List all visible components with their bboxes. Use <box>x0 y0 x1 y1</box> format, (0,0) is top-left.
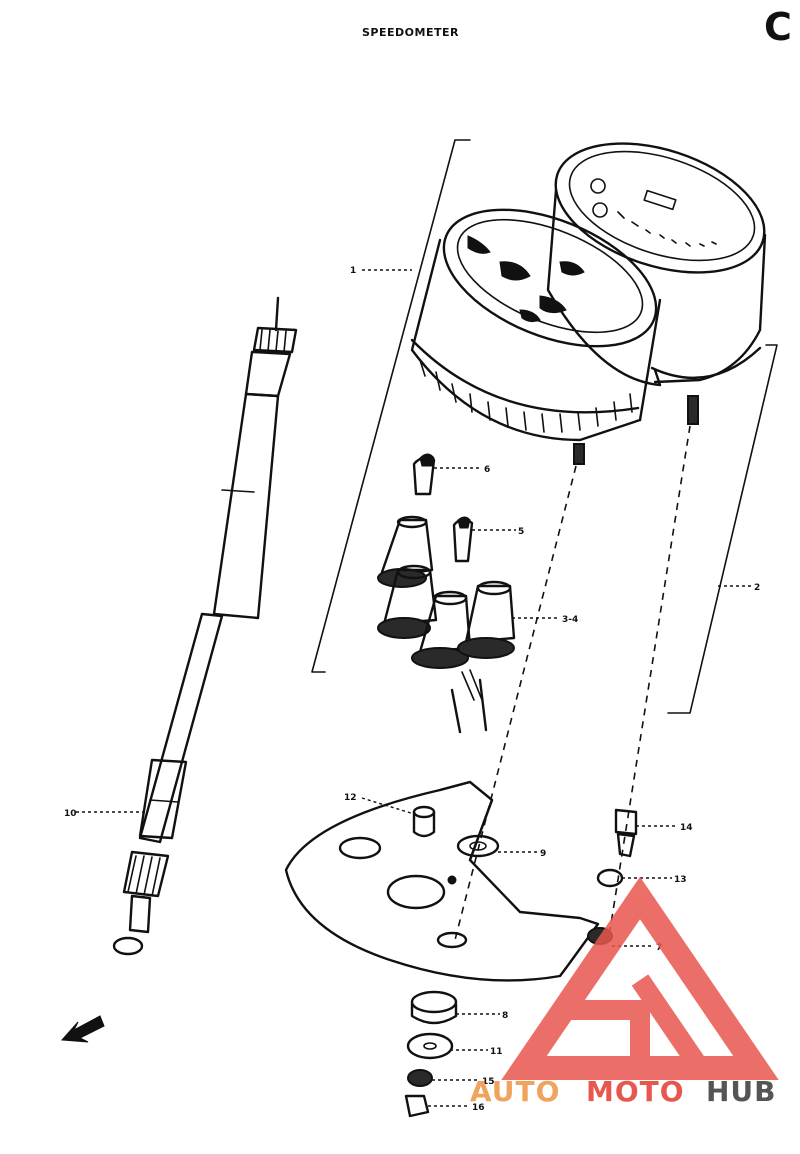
callout-5: 5 <box>518 527 524 537</box>
guide-line-center <box>454 465 577 941</box>
washer-11 <box>406 1032 454 1060</box>
bulb-socket-cluster <box>377 515 516 734</box>
callout-13: 13 <box>674 875 687 885</box>
callout-9: 9 <box>540 849 546 859</box>
callout-2: 2 <box>754 583 760 593</box>
watermark-text: AUTO MOTO HUB <box>470 1075 777 1108</box>
callout-16: 16 <box>472 1103 485 1113</box>
callout-15: 15 <box>482 1077 495 1087</box>
callout-10: 10 <box>64 809 77 819</box>
tachometer-housing <box>546 142 767 425</box>
cushion-8 <box>410 990 458 1025</box>
meter-bracket <box>284 780 600 982</box>
callout-7: 7 <box>656 943 662 953</box>
washer-15 <box>407 1069 433 1087</box>
bracket-assembly-1 <box>311 139 471 673</box>
callout-8: 8 <box>502 1011 508 1021</box>
front-arrow-icon <box>60 1015 105 1043</box>
callout-1: 1 <box>350 266 356 276</box>
nut-16 <box>404 1094 430 1118</box>
indicator-bulb-6 <box>412 453 436 496</box>
section-letter: C <box>764 5 792 49</box>
bracket-assembly-2 <box>667 344 778 714</box>
callout-11: 11 <box>490 1047 503 1057</box>
callout-6: 6 <box>484 465 490 475</box>
callout-12: 12 <box>344 793 357 803</box>
watermark-logo <box>501 876 779 1080</box>
watermark-word-hub: HUB <box>706 1075 777 1108</box>
speedometer-housing <box>410 208 662 465</box>
callout-14: 14 <box>680 823 693 833</box>
watermark-word-auto: AUTO <box>470 1075 560 1108</box>
grommet-9 <box>456 834 500 858</box>
bolt-14 <box>614 808 638 858</box>
cushion-12 <box>412 805 436 838</box>
watermark-word-moto: MOTO <box>586 1075 685 1108</box>
speedometer-cable <box>112 296 298 956</box>
diagram-title: SPEEDOMETER <box>362 26 459 39</box>
callout-3: 3-4 <box>562 615 578 625</box>
indicator-bulb-5 <box>452 516 474 563</box>
